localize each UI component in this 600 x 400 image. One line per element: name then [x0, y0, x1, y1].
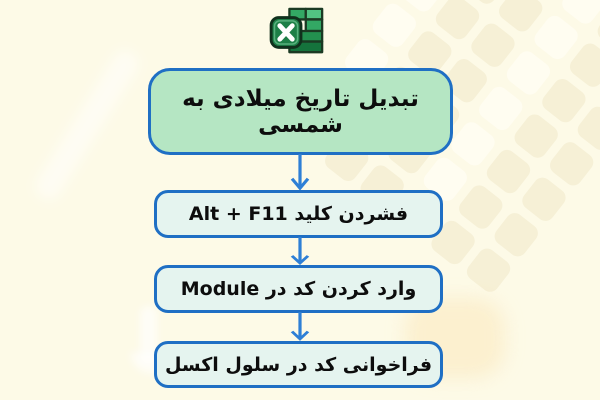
- flow-node-step-2: وارد کردن کد در Module: [154, 265, 443, 313]
- pattern-diamond: [546, 138, 597, 190]
- pattern-diamond: [447, 118, 499, 170]
- pattern-diamond: [490, 209, 542, 260]
- watermark-band: [30, 46, 144, 204]
- flow-node-step-1: فشردن کلید Alt + F11: [154, 190, 443, 238]
- pattern-diamond: [455, 181, 507, 233]
- pattern-diamond: [483, 146, 534, 197]
- pattern-diamond: [566, 39, 600, 91]
- pattern-diamond: [467, 19, 519, 71]
- flow-title-label: تبدیل تاریخ میلادی به شمسی: [182, 85, 419, 138]
- pattern-diamond: [594, 4, 600, 55]
- pattern-diamond: [558, 0, 600, 28]
- flow-arrow-2: [290, 237, 310, 265]
- flow-arrow-1: [290, 154, 310, 191]
- pattern-diamond: [538, 75, 590, 126]
- pattern-diamond: [369, 0, 420, 51]
- excel-icon: [269, 7, 324, 54]
- pattern-diamond: [495, 0, 546, 36]
- pattern-diamond: [518, 173, 570, 225]
- flow-arrow-3: [290, 312, 310, 341]
- pattern-diamond: [503, 47, 554, 99]
- flow-step-1-label: فشردن کلید Alt + F11: [188, 203, 409, 225]
- flow-node-step-3: فراخوانی کد در سلول اکسل: [154, 341, 443, 388]
- pattern-diamond: [574, 103, 600, 154]
- flow-step-3-label: فراخوانی کد در سلول اکسل: [164, 353, 433, 376]
- pattern-diamond: [510, 110, 562, 162]
- pattern-diamond: [432, 0, 483, 43]
- flow-step-2-label: وارد کردن کد در Module: [180, 278, 417, 300]
- pattern-diamond: [530, 12, 582, 63]
- pattern-diamond: [396, 0, 448, 16]
- flow-node-title: تبدیل تاریخ میلادی به شمسی: [148, 68, 453, 155]
- pattern-diamond: [475, 83, 526, 134]
- pattern-diamond: [459, 0, 511, 8]
- pattern-diamond: [463, 244, 514, 296]
